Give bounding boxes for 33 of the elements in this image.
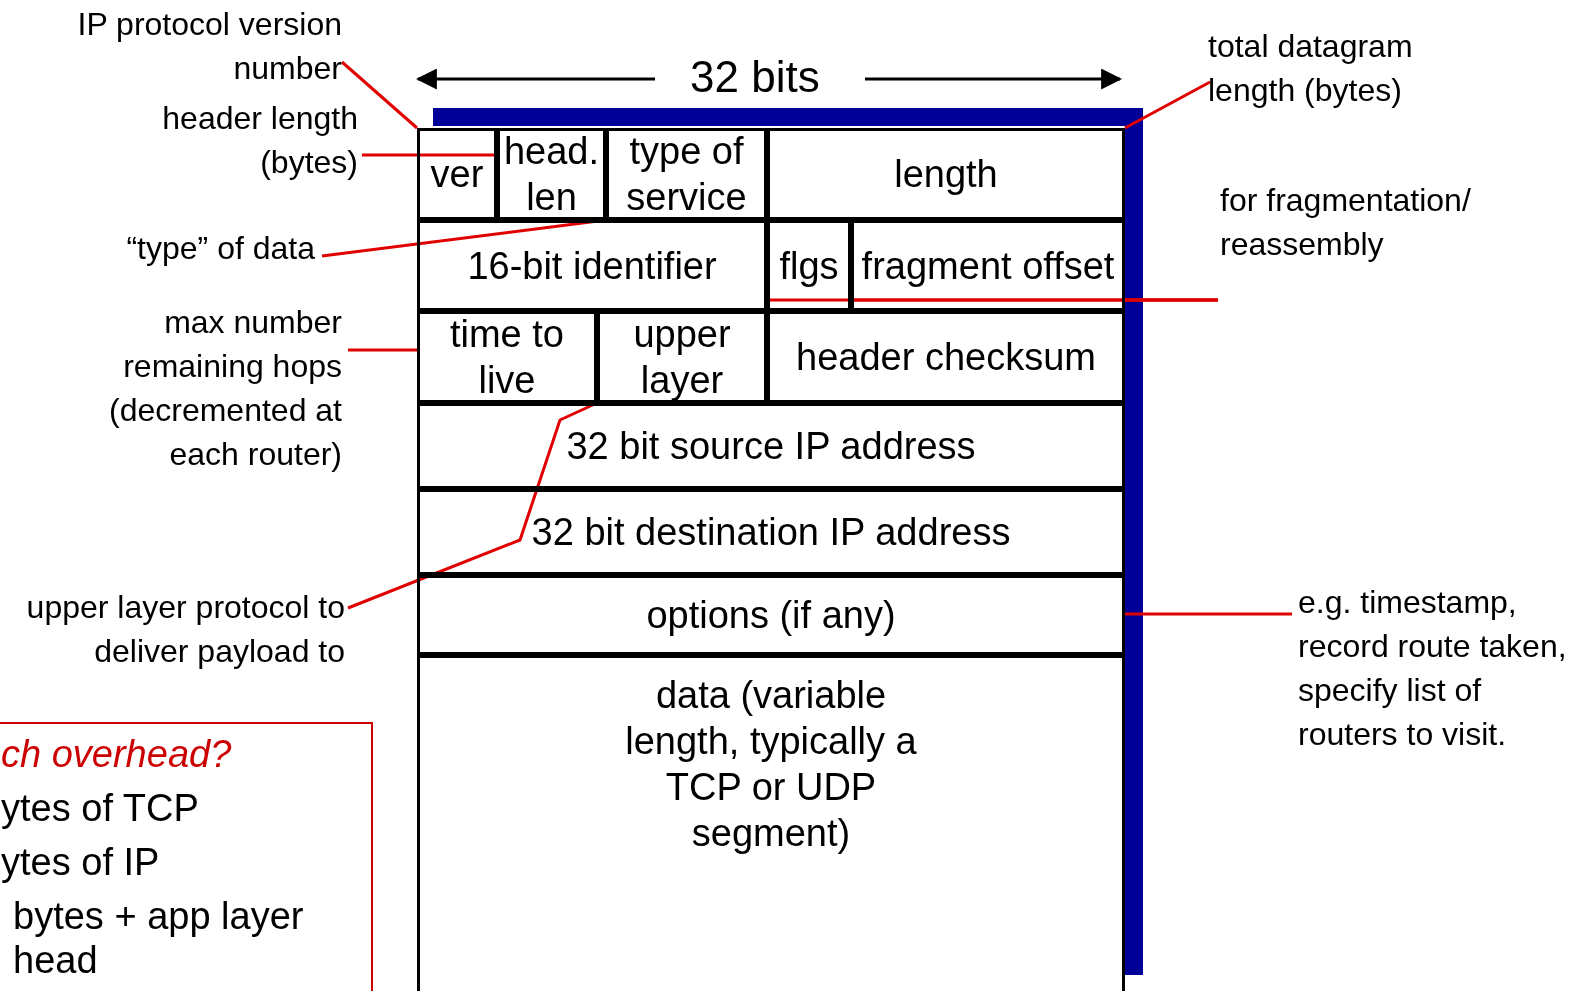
header-field: head. len xyxy=(497,128,606,220)
annotation-text: header length (bytes) xyxy=(60,96,358,186)
annotation-text: upper layer protocol to deliver payload to xyxy=(0,585,345,675)
note-text: ytes of TCP xyxy=(1,786,200,830)
note-text: ytes of IP xyxy=(1,840,161,884)
leader-line xyxy=(348,348,417,352)
header-field: header checksum xyxy=(767,311,1125,403)
note-text: bytes + app layer head xyxy=(13,894,305,982)
header-field: upper layer xyxy=(597,311,767,403)
header-field: flgs xyxy=(767,220,851,311)
header-field: 32 bit destination IP address xyxy=(417,489,1125,575)
header-field: 16-bit identifier xyxy=(417,220,767,311)
annotation-text: max number remaining hops (decremented at each router) xyxy=(40,300,342,480)
header-field: 32 bit source IP address xyxy=(417,403,1125,489)
leader-line xyxy=(362,153,497,157)
annotation-text: e.g. timestamp, record route taken, specify list of routers to visit. xyxy=(1298,580,1573,804)
header-field: length xyxy=(767,128,1125,220)
dimension-label: 32 bits xyxy=(690,52,820,102)
leader-line xyxy=(851,298,1218,302)
annotation-text: “type” of data xyxy=(40,226,315,270)
header-field: type of service xyxy=(606,128,767,220)
header-field: data (variable length, typically a TCP or UDP segment) xyxy=(417,655,1125,991)
leader-line xyxy=(341,60,418,130)
note-box xyxy=(0,722,373,991)
leader-line xyxy=(1125,612,1292,616)
leader-line xyxy=(1124,80,1211,130)
annotation-text: total datagram length (bytes) xyxy=(1208,24,1508,114)
annotation-text: for fragmentation/ reassembly xyxy=(1220,178,1520,312)
header-field: ver xyxy=(417,128,497,220)
header-field: fragment offset xyxy=(851,220,1125,311)
header-field: options (if any) xyxy=(417,575,1125,655)
header-field: time to live xyxy=(417,311,597,403)
question-text: ch overhead? xyxy=(1,732,233,776)
